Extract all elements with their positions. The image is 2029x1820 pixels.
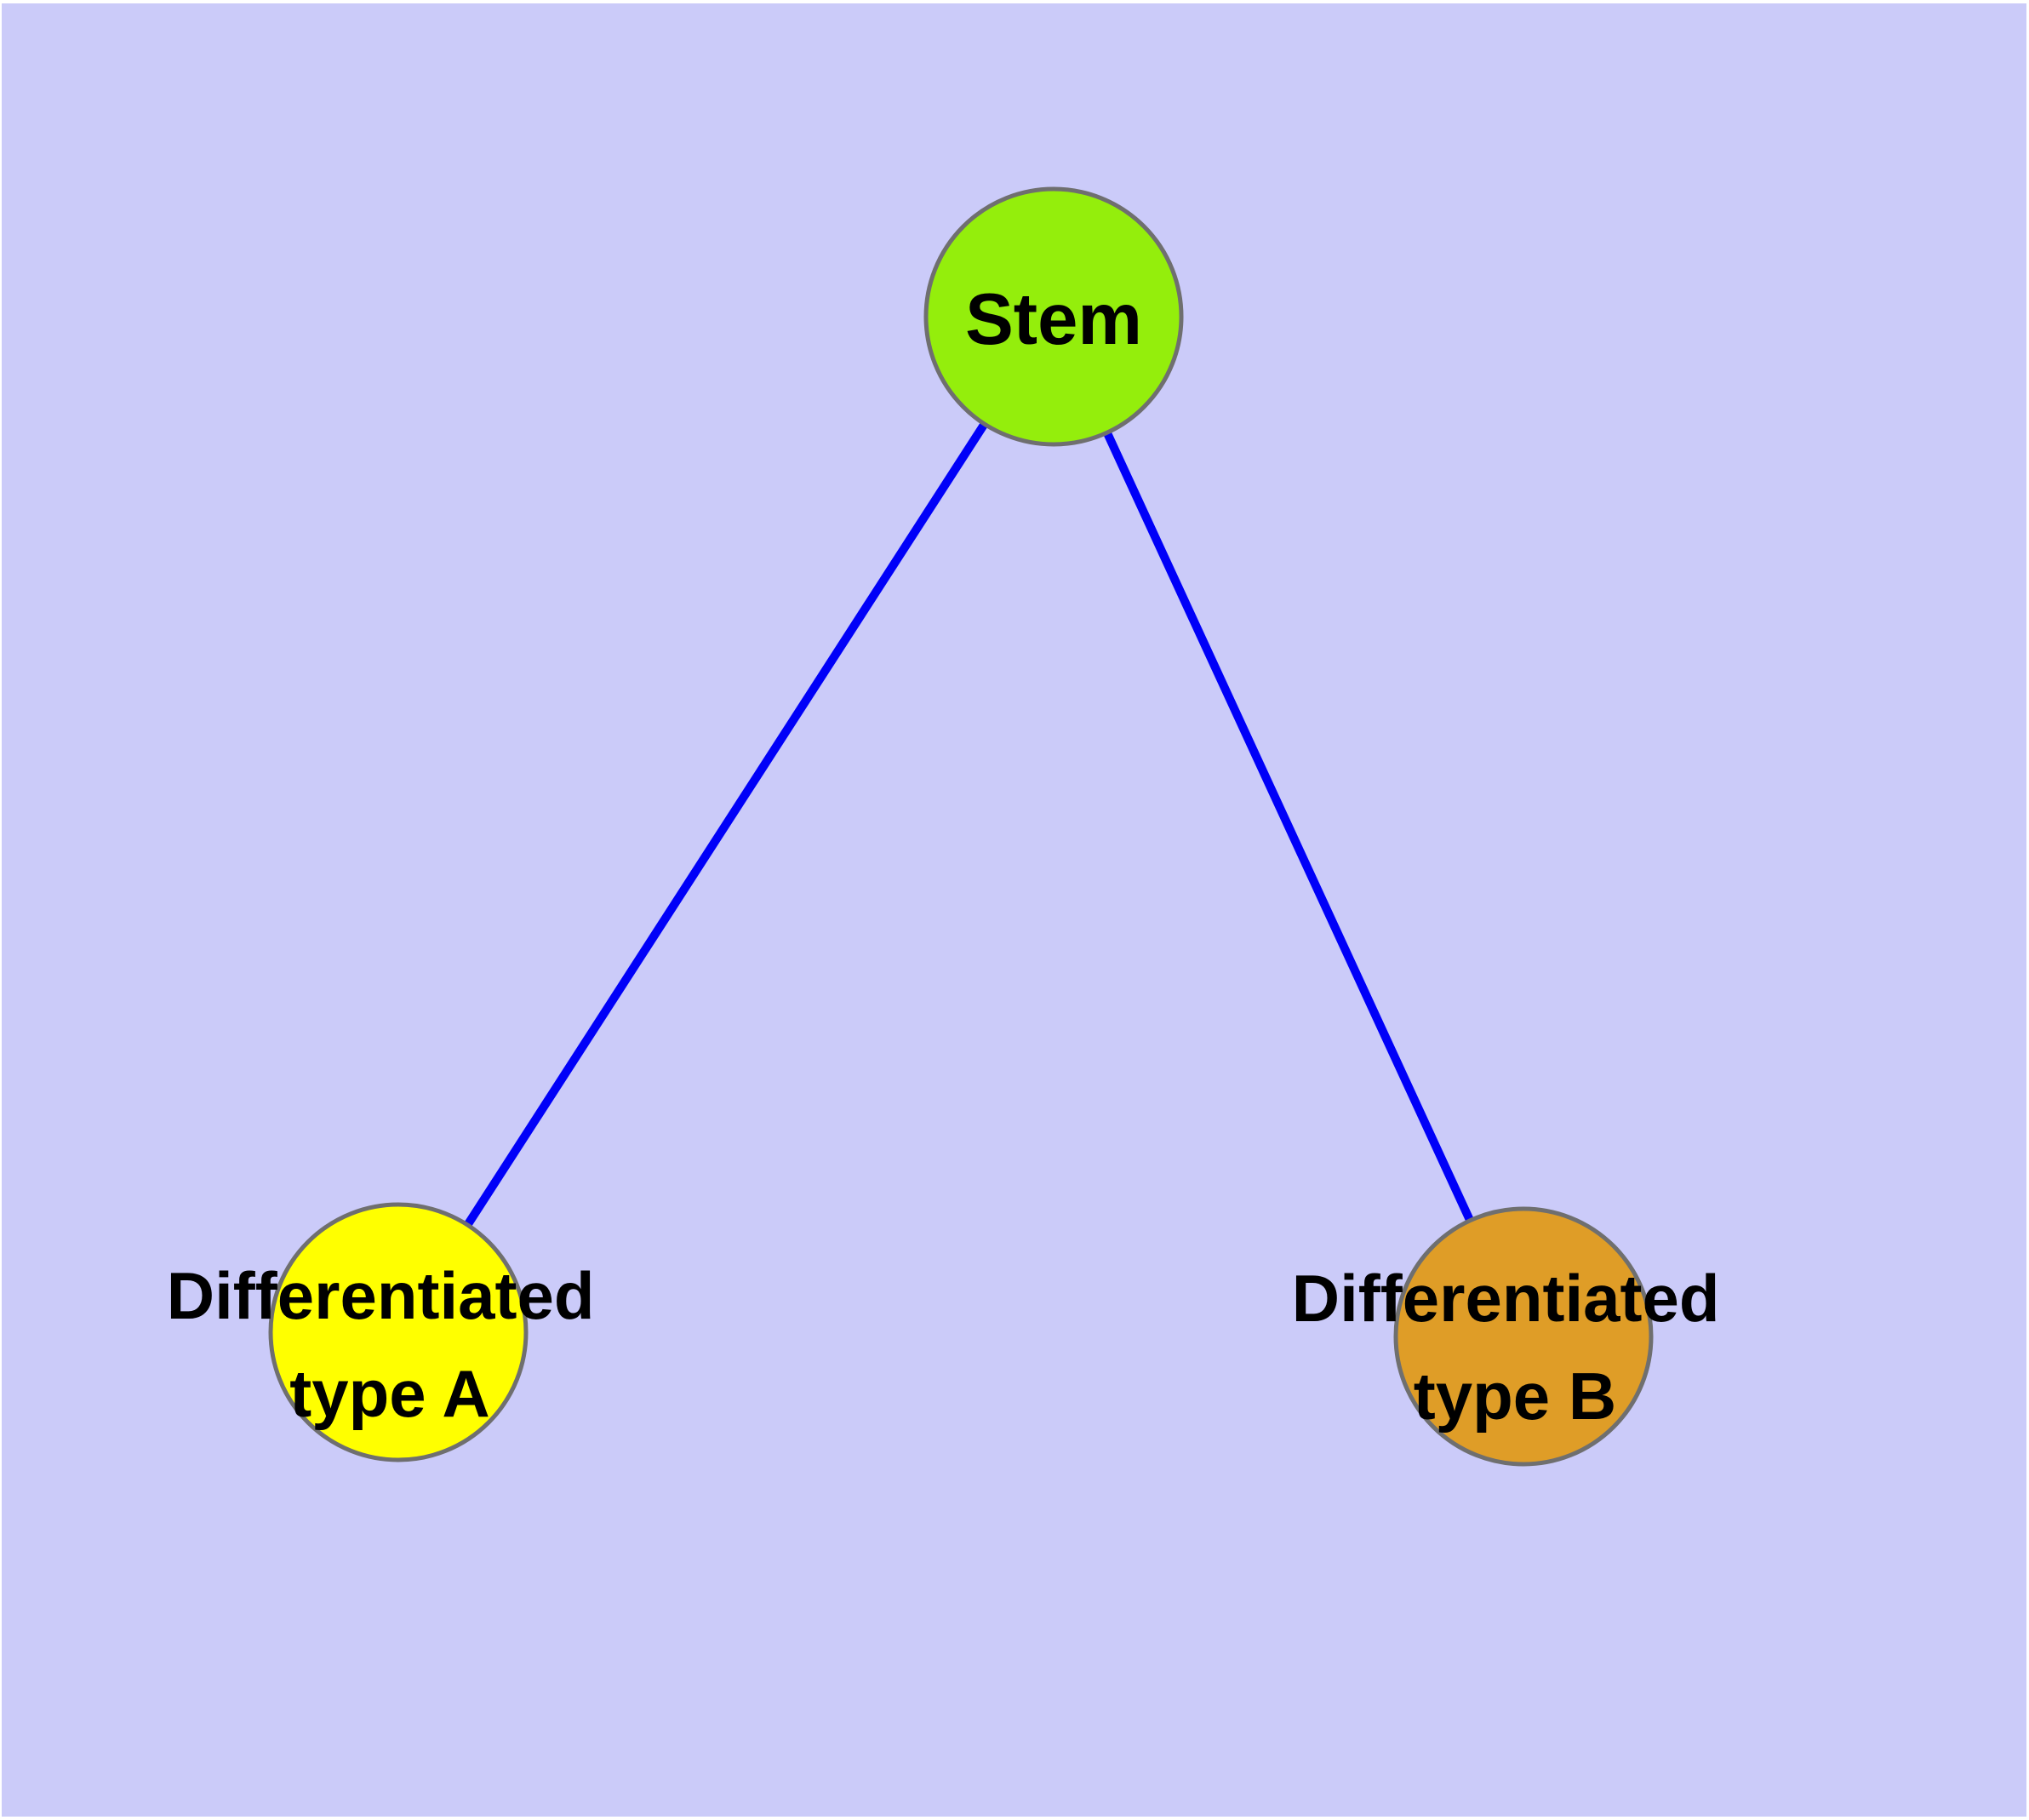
label-line: Differentiated — [1292, 1261, 1720, 1336]
edge-stem-to-type-b — [1049, 314, 1528, 1339]
node-label-differentiated-type-b: Differentiated type B — [1292, 1261, 1738, 1434]
node-stem — [923, 186, 1184, 447]
node-differentiated-type-b — [1393, 1206, 1654, 1467]
node-differentiated-type-a — [268, 1202, 529, 1462]
edge-stem-to-type-a — [394, 314, 1058, 1335]
label-line: type A — [289, 1356, 490, 1431]
label-line: type B — [1414, 1359, 1616, 1434]
node-label-stem: Stem — [965, 279, 1142, 360]
label-line: Differentiated — [167, 1258, 595, 1333]
node-label-differentiated-type-a: Differentiated type A — [167, 1258, 613, 1431]
